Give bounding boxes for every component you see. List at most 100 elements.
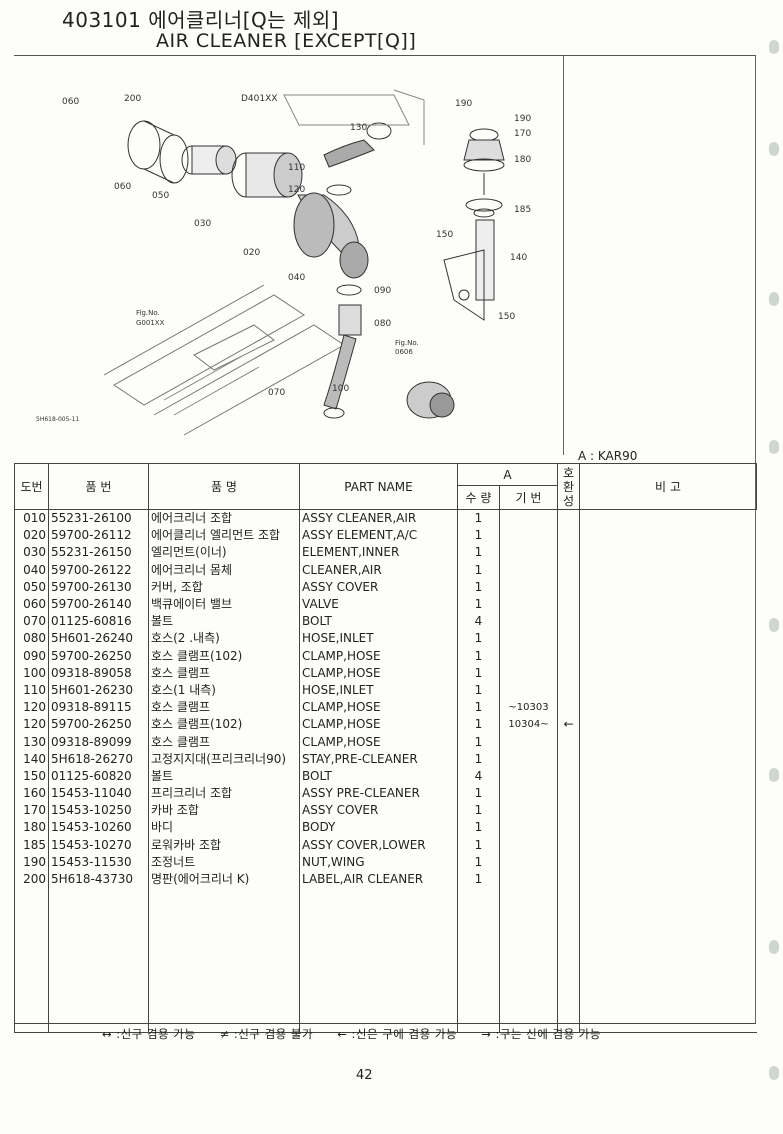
callout: 190 (514, 114, 531, 124)
binder-hole (769, 768, 779, 782)
cell-part: 15453-10260 (48, 819, 149, 837)
cell-en: CLAMP,HOSE (299, 733, 458, 751)
cell-ser: ~10303 (499, 699, 558, 717)
diagram-divider (563, 55, 564, 455)
legend-item: ← :신은 구에 겸용 가능 (337, 1027, 458, 1041)
cell-kr: 바디 (148, 819, 300, 837)
cell-ser (499, 836, 558, 854)
footer-divider (14, 1023, 756, 1024)
cell-en: CLEANER,AIR (299, 561, 458, 579)
cell-part: 15453-10250 (48, 802, 149, 820)
cell-qty: 1 (457, 509, 500, 528)
cell-en: STAY,PRE-CLEANER (299, 750, 458, 768)
header-name-kr: 품 명 (148, 463, 300, 510)
cell-ser (499, 853, 558, 871)
cell-no: 020 (14, 527, 49, 545)
cell-no: 030 (14, 544, 49, 562)
cell-qty: 1 (457, 750, 500, 768)
cell-part: 59700-26130 (48, 578, 149, 596)
cell-comp (557, 870, 580, 889)
callout: 040 (288, 273, 305, 283)
cell-comp (557, 699, 580, 717)
cell-qty: 1 (457, 630, 500, 648)
cell-part: 5H601-26230 (48, 681, 149, 700)
frame-top-border (14, 55, 756, 56)
cell-en: HOSE,INLET (299, 681, 458, 700)
cell-en: CLAMP,HOSE (299, 716, 458, 734)
callout: 120 (288, 185, 305, 195)
cell-no: 050 (14, 578, 49, 596)
cell-en: ELEMENT,INNER (299, 544, 458, 562)
cell-kr: 볼트 (148, 767, 300, 785)
cell-ser (499, 527, 558, 545)
cell-kr: 로워카바 조합 (148, 836, 300, 854)
cell-part: 55231-26100 (48, 509, 149, 528)
cell-en: ASSY COVER,LOWER (299, 836, 458, 854)
header-a-group: A (457, 463, 558, 486)
cell-no: 120 (14, 699, 49, 717)
callout: 185 (514, 205, 531, 215)
cell-no: 070 (14, 613, 49, 631)
cell-part: 15453-11530 (48, 853, 149, 871)
cell-remark (579, 509, 757, 528)
table-filler-row (14, 888, 757, 1034)
callout: 140 (510, 253, 527, 263)
cell-remark (579, 681, 757, 700)
cell-kr: 에어클리너 엘리먼트 조합 (148, 527, 300, 545)
cell-kr: 카바 조합 (148, 802, 300, 820)
cell-en: BODY (299, 819, 458, 837)
page-number: 42 (356, 1068, 373, 1083)
cell-ser (499, 681, 558, 700)
cell-qty: 4 (457, 613, 500, 631)
cell-part: 5H618-43730 (48, 870, 149, 889)
legend-item: ≠ :신구 겸용 불가 (219, 1027, 314, 1041)
callout: G001XX (136, 319, 165, 327)
cell-kr: 엘리먼트(이너) (148, 544, 300, 562)
cell-ser (499, 544, 558, 562)
cell-part: 09318-89058 (48, 664, 149, 682)
cell-ser (499, 785, 558, 803)
cell-en: CLAMP,HOSE (299, 647, 458, 665)
binder-hole (769, 940, 779, 954)
cell-remark (579, 544, 757, 562)
cell-en: ASSY PRE-CLEANER (299, 785, 458, 803)
cell-remark (579, 733, 757, 751)
cell-ser (499, 647, 558, 665)
cell-en: BOLT (299, 613, 458, 631)
parts-table: 도번 품 번 품 명 PART NAME A 호환성 비 고 수 량 기 번 0… (14, 463, 757, 1034)
cell-no: 190 (14, 853, 49, 871)
cell-comp (557, 750, 580, 768)
cell-qty: 1 (457, 699, 500, 717)
cell-part: 09318-89115 (48, 699, 149, 717)
cell-en: LABEL,AIR CLEANER (299, 870, 458, 889)
cell-ser (499, 819, 558, 837)
page-title-english: AIR CLEANER [EXCEPT[Q]] (156, 30, 417, 52)
callout: 100 (332, 384, 349, 394)
header-remarks: 비 고 (579, 463, 757, 510)
binder-hole (769, 292, 779, 306)
callout: 030 (194, 219, 211, 229)
callout: 050 (152, 191, 169, 201)
cell-part: 55231-26150 (48, 544, 149, 562)
cell-comp (557, 595, 580, 614)
cell-ser (499, 509, 558, 528)
callout: 080 (374, 319, 391, 329)
cell-remark (579, 785, 757, 803)
cell-en: ASSY COVER (299, 578, 458, 596)
cell-qty: 1 (457, 802, 500, 820)
cell-remark (579, 819, 757, 837)
cell-kr: 고정지지대(프리크리너90) (148, 750, 300, 768)
cell-part: 59700-26250 (48, 716, 149, 734)
cell-kr: 호스 클램프 (148, 699, 300, 717)
callout: 200 (124, 94, 141, 104)
cell-en: CLAMP,HOSE (299, 699, 458, 717)
cell-no: 040 (14, 561, 49, 579)
